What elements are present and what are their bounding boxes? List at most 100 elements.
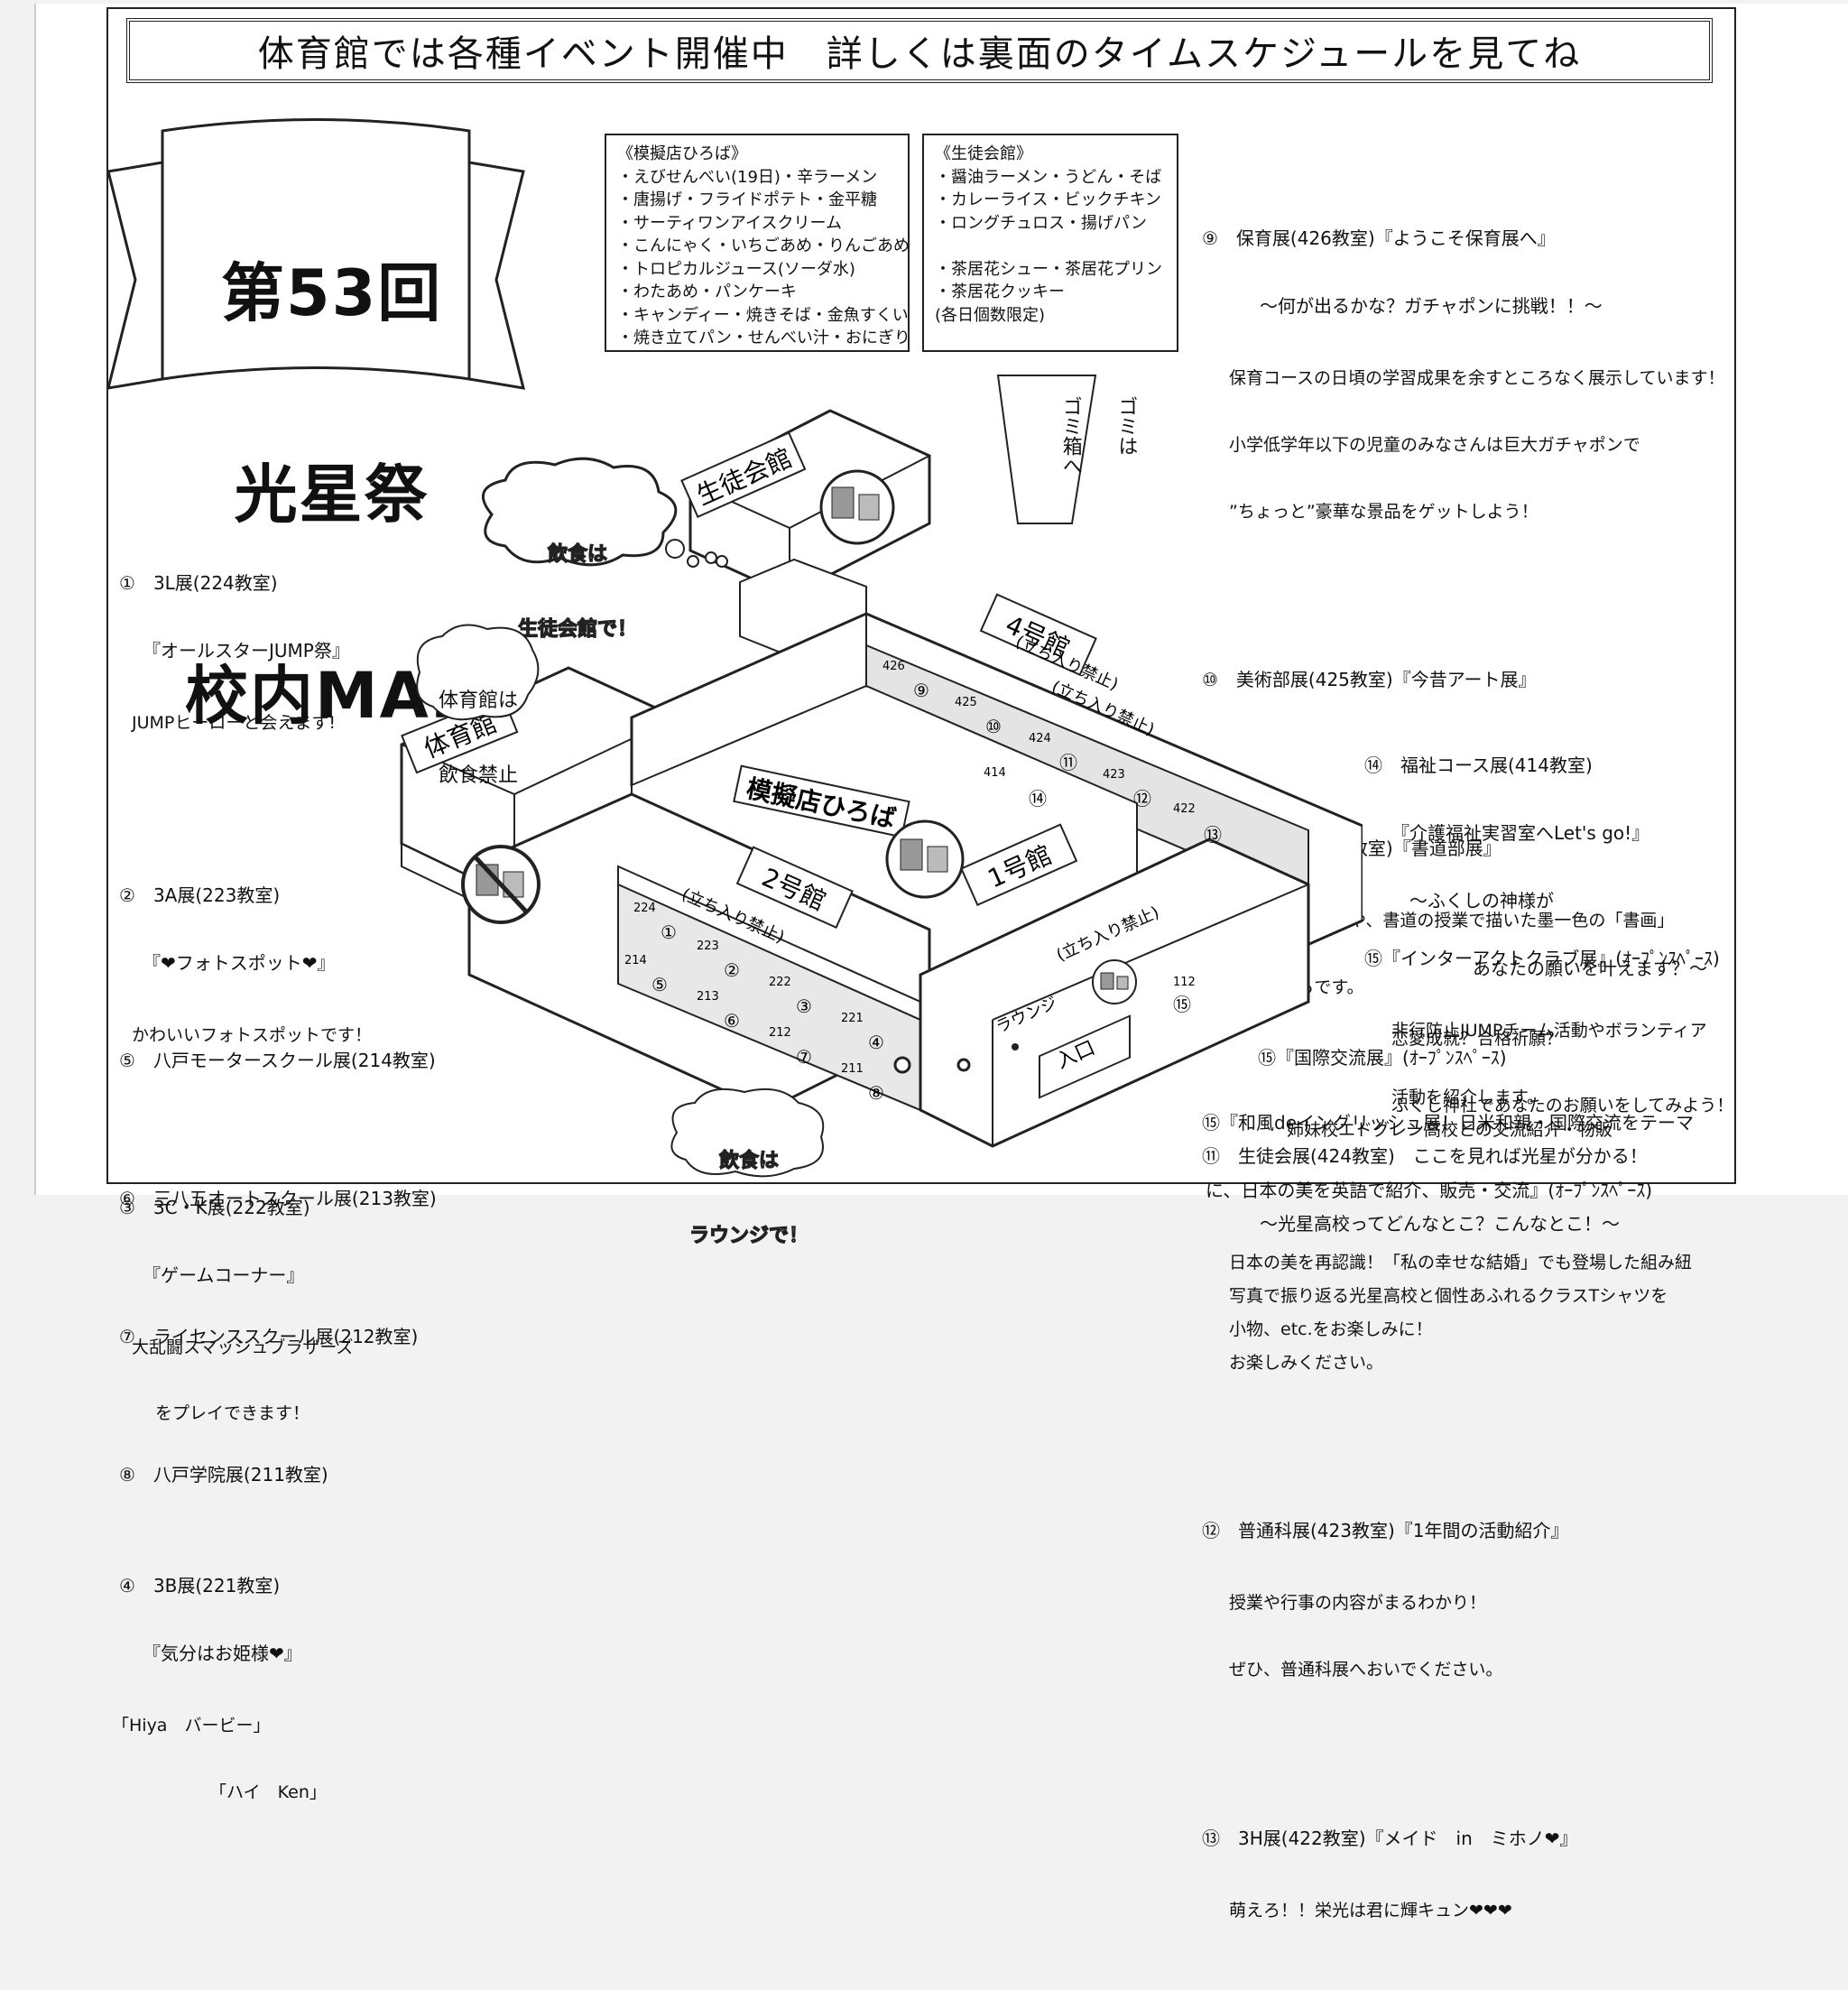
list-item: ⑩ 美術部展(425教室)『今昔アート展』 <box>1202 624 1724 736</box>
no-food-icon <box>461 845 541 924</box>
room-marker: ⑮ <box>1173 994 1191 1015</box>
item-desc: 「ハイ Ken」 <box>209 1782 327 1802</box>
item-desc: かわいいフォトスポットです！ <box>132 1024 373 1045</box>
mogi-item: ・キャンディー・焼きそば・金魚すくい <box>617 305 909 325</box>
item-title: ⑮『インターアクトクラブ展』(ｵｰﾌﾟﾝｽﾍﾟｰｽ) <box>1364 948 1720 969</box>
list-item: ⑨ 保育展(426教室)『ようこそ保育展へ』 ～何が出るかな？ガチャポンに挑戦！… <box>1202 182 1724 568</box>
room-marker: ⑩ <box>985 716 1002 737</box>
list-item: ⑦ ライセンススクール展(212教室) <box>119 1326 419 1347</box>
room-number: 425 <box>955 696 977 709</box>
seito-item: ・カレーライス・ビックチキン <box>935 190 1161 210</box>
room-marker: ④ <box>868 1032 884 1053</box>
item-subtitle: 『介護福祉実習室へLet's go!』 <box>1391 822 1650 844</box>
food-icon <box>819 469 895 545</box>
item-title: 3L展(224教室) <box>152 572 278 594</box>
room-marker: ⑨ <box>913 680 929 701</box>
title-line-2: 光星祭 <box>234 457 430 532</box>
item-desc: ”ちょっと”豪華な景品をゲットしよう！ <box>1229 501 1538 522</box>
item-desc: 恋愛成就？合格祈願？ <box>1391 1029 1564 1049</box>
room-marker: ⑥ <box>724 1010 740 1032</box>
bubble-food-lounge <box>670 1088 825 1178</box>
seito-food-box: 《生徒会館》 ・醤油ラーメン・うどん・そば ・カレーライス・ビックチキン ・ロン… <box>922 134 1178 352</box>
entrance-box[interactable] <box>1039 1014 1131 1099</box>
food-icon <box>1092 959 1137 1004</box>
item-title: 3A展(223教室) <box>152 884 281 906</box>
room-number: 211 <box>841 1062 864 1076</box>
mogi-item: ・焼き立てパン・せんべい汁・おにぎり <box>617 329 910 348</box>
item-number: ① <box>119 572 135 594</box>
room-number: 222 <box>769 976 791 989</box>
room-marker: ⑦ <box>796 1046 812 1068</box>
item-subtitle: あなたの願いを叶えます？～ <box>1473 958 1707 979</box>
item-title: 3B展(221教室) <box>152 1575 281 1597</box>
map-frame <box>106 7 1736 1184</box>
item-desc: 姉妹校エドグレン高校との交流紹介・物販 <box>1287 1120 1612 1140</box>
room-marker: ⑬ <box>1204 824 1222 846</box>
list-item: ⑧ 八戸学院展(211教室) <box>119 1464 328 1486</box>
room-marker: ① <box>661 921 677 943</box>
item-desc: ぜひ、普通科展へおいでください。 <box>1229 1660 1503 1680</box>
room-marker: ③ <box>796 995 812 1017</box>
seito-item: (各日個数限定) <box>935 305 1046 325</box>
room-number: 112 <box>1173 976 1196 989</box>
item-desc: ふくし神社であなたのお願いをしてみよう！ <box>1391 1095 1734 1115</box>
bubble-food-seito <box>482 457 699 568</box>
item-subtitle: 『気分はお姫様❤』 <box>143 1643 302 1664</box>
item-title: ⑫ 普通科展(423教室)『1年間の活動紹介』 <box>1202 1520 1569 1542</box>
room-number: 422 <box>1173 802 1196 816</box>
item-title: ⑭ 福祉コース展(414教室) <box>1364 754 1593 776</box>
list-item: ⑥ 三八五オートスクール展(213教室) <box>119 1188 437 1209</box>
bubble-gym-no-food <box>416 624 540 721</box>
item-desc: JUMPヒーローと会えます! <box>132 713 336 733</box>
campus-map: 生徒会館 体育館 2号館 1号館 4号館 模擬店ひろば (立ち入り禁止) (立ち… <box>400 409 1363 1148</box>
item-desc: 日本の美を再認識！「私の幸せな結婚」でも登場した組み紐 <box>1229 1253 1693 1273</box>
mogi-item: ・わたあめ・パンケーキ <box>617 282 797 302</box>
item-desc: 保育コースの日頃の学習成果を余すところなく展示しています！ <box>1229 368 1725 388</box>
room-number: 426 <box>882 660 905 673</box>
item-subtitle: ～ふくしの神様が <box>1409 890 1554 912</box>
room-marker: ⑫ <box>1133 788 1151 810</box>
right-list-interact: ⑮『インターアクトクラブ展』(ｵｰﾌﾟﾝｽﾍﾟｰｽ) 非行防止JUMPチーム活動… <box>1364 902 1720 1132</box>
list-item: ⑤ 八戸モータースクール展(214教室) <box>119 1050 436 1071</box>
item-title: ⑬ 3H展(422教室)『メイド in ミホノ❤』 <box>1202 1827 1578 1849</box>
bubble-gym-no-food-text: 体育館は 飲食禁止 <box>438 690 518 787</box>
item-title: ⑨ 保育展(426教室)『ようこそ保育展へ』 <box>1202 227 1556 249</box>
item-desc: 小学低学年以下の児童のみなさんは巨大ガチャポンで <box>1229 434 1640 455</box>
mogi-box-title: 《模擬店ひろば》 <box>617 144 747 163</box>
seito-box-title: 《生徒会館》 <box>935 144 1032 163</box>
title-ribbon <box>106 118 526 390</box>
item-desc: 活動を紹介します。 <box>1391 1087 1545 1107</box>
room-number: 221 <box>841 1012 864 1025</box>
gomi-line-2: ゴミ箱へ <box>1058 396 1082 476</box>
item-title: ⑮『和風deイングリッシュ展！日米和親・国際交流をテーマ <box>1202 1112 1694 1134</box>
item-subtitle: に、日本の美を英語で紹介、販売・交流』(ｵｰﾌﾟﾝｽﾍﾟｰｽ) <box>1206 1180 1653 1201</box>
list-item: ④ 3B展(221教室) 『気分はお姫様❤』 「Hiya バービー」 「ハイ K… <box>112 1530 372 1849</box>
gomi-text: ゴミは ゴミ箱へ <box>1056 384 1167 476</box>
item-desc: 非行防止JUMPチーム活動やボランティア <box>1391 1021 1707 1041</box>
mogi-item: ・えびせんべい(19日)・辛ラーメン <box>617 167 878 187</box>
seito-item: ・ロングチュロス・揚げパン <box>935 213 1147 233</box>
mogi-food-box: 《模擬店ひろば》 ・えびせんべい(19日)・辛ラーメン ・唐揚げ・フライドポテト… <box>605 134 910 352</box>
room-marker: ⑭ <box>1029 788 1047 810</box>
item-title: ⑪ 生徒会展(424教室) ここを見れば光星が分かる！ <box>1202 1144 1648 1167</box>
item-subtitle: 『❤フォトスポット❤』 <box>143 951 336 974</box>
mogi-item: ・こんにゃく・いちごあめ・りんごあめ <box>617 236 910 256</box>
mogi-item: ・唐揚げ・フライドポテト・金平糖 <box>617 190 877 210</box>
item-number: ② <box>119 884 135 906</box>
gomi-line-1: ゴミは <box>1114 396 1138 456</box>
ribbon-right-tail <box>467 161 526 390</box>
room-number: 224 <box>633 902 656 915</box>
mogi-item: ・サーティワンアイスクリーム <box>617 213 842 233</box>
room-number: 214 <box>624 954 647 967</box>
item-number: ④ <box>119 1575 135 1597</box>
seito-item: ・醤油ラーメン・うどん・そば <box>935 167 1162 187</box>
item-desc: 「Hiya バービー」 <box>112 1716 271 1735</box>
title-line-1: 第53回 <box>220 256 443 331</box>
room-number: 423 <box>1103 768 1125 782</box>
bubble-food-seito-text: 飲食は 生徒会館で！ <box>517 542 637 641</box>
room-number: 414 <box>984 766 1006 780</box>
ribbon-body <box>161 118 471 381</box>
room-marker: ② <box>724 959 740 981</box>
room-number: 223 <box>697 939 719 953</box>
item-desc: 授業や行事の内容がまるわかり！ <box>1229 1593 1487 1614</box>
